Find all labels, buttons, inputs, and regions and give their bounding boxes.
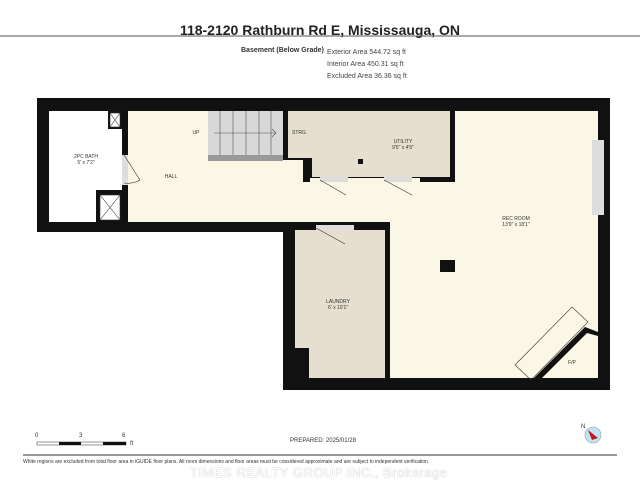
compass-north-label: N [581, 424, 585, 430]
laundry-jog [295, 348, 309, 378]
bath-doorway [122, 155, 128, 185]
scale-tick-6: 6 [122, 433, 126, 439]
cabinet-cross-2 [99, 194, 121, 221]
cabinet-cross [109, 112, 121, 128]
utility-doorway-2 [384, 177, 412, 182]
rec-room-label: REC ROOM [502, 216, 530, 222]
stair-treads [214, 111, 277, 155]
area-summary: Exterior Area 544.72 sq ft Interior Area… [327, 47, 407, 83]
laundry-label: LAUNDRY [326, 299, 350, 305]
utility-post [358, 159, 363, 164]
window [592, 140, 604, 215]
stairs-up-label: UP [193, 130, 201, 136]
excluded-area: Excluded Area 36.36 sq ft [327, 73, 407, 80]
scale-bar: 0 3 6 ft [35, 433, 134, 447]
rec-room-dims: 13'9" x 18'1" [502, 222, 530, 228]
hall-label: HALL [165, 174, 178, 180]
fireplace-label: F/P [568, 360, 576, 366]
page-title: 118-2120 Rathburn Rd E, Mississauga, ON [179, 22, 461, 38]
interior-area: Interior Area 450.31 sq ft [327, 61, 404, 68]
utility-dims: 9'5" x 4'5" [392, 145, 414, 151]
bath-dims: 5' x 7'2" [77, 160, 95, 166]
floor-main [49, 111, 598, 378]
scale-tick-0: 0 [35, 433, 39, 439]
compass-icon: N [581, 424, 602, 444]
laundry-door[interactable] [315, 227, 346, 245]
exterior-area: Exterior Area 544.72 sq ft [327, 49, 406, 56]
laundry-dims: 6' x 10'1" [328, 305, 348, 311]
utility-label: UTILITY [394, 139, 413, 145]
bath-door[interactable] [123, 154, 141, 184]
column [440, 260, 455, 272]
storage-label: STRG [292, 130, 306, 136]
level-label: Basement (Below Grade) [241, 47, 324, 54]
watermark: TIMES REALTY GROUP INC., Brokerage [190, 465, 448, 480]
laundry-room [295, 230, 385, 378]
fireplace [534, 327, 598, 381]
disclaimer: White regions are excluded from total fl… [23, 459, 430, 465]
utility-room [288, 111, 450, 177]
utility-doors[interactable] [319, 179, 413, 196]
bath-label: 2PC BATH [74, 154, 98, 160]
laundry-doorway [316, 225, 354, 230]
fireplace-hearth [514, 306, 589, 381]
stairs[interactable] [208, 111, 283, 161]
prepared-date: PREPARED: 2025/01/28 [290, 438, 356, 444]
scale-unit: ft [130, 441, 134, 447]
scale-tick-3: 3 [79, 433, 83, 439]
utility-doorway-1 [320, 177, 348, 182]
stairs-edge [208, 155, 283, 161]
